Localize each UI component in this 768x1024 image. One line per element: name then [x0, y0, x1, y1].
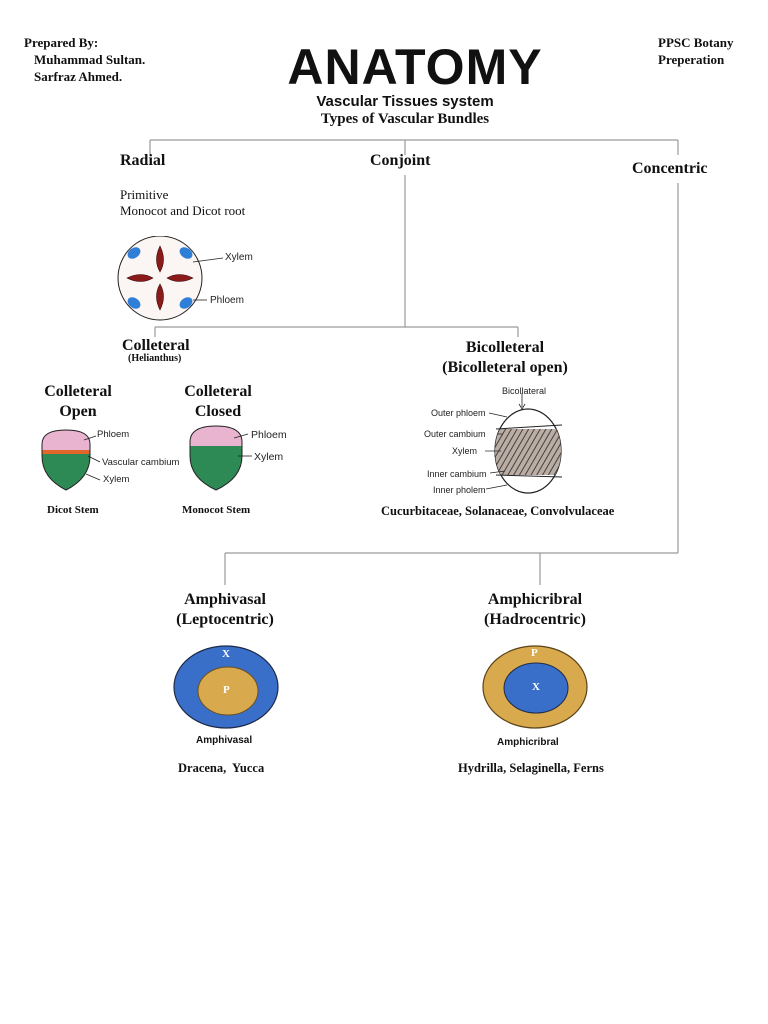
bicolleteral-examples: Cucurbitaceae, Solanaceae, Convolvulacea… [381, 504, 615, 518]
bicolleteral-xylem-label: Xylem [452, 446, 478, 456]
page-subtitle: Vascular Tissues system [316, 93, 494, 110]
colleteral-heading: Colleteral [122, 337, 190, 354]
amphicribral-examples: Hydrilla, Selaginella, Ferns [458, 761, 604, 775]
open-caption: Dicot Stem [47, 504, 99, 516]
amphivasal-subtitle: (Leptocentric) [176, 611, 274, 628]
open-cambium-label: Vascular cambium [102, 457, 180, 468]
xylem-strand [156, 283, 164, 311]
amphicribral-heading: Amphicribral (Hadrocentric) [460, 590, 610, 630]
xylem-region [190, 446, 242, 490]
phloem-patch [127, 247, 141, 259]
amphicribral-title: Amphicribral [487, 591, 583, 608]
course-line: PPSC Botany [658, 35, 734, 50]
radial-heading: Radial [120, 152, 166, 169]
phloem-patch [179, 297, 193, 309]
inner-cambium-label: Inner cambium [427, 469, 487, 479]
xylem-strand [126, 274, 154, 282]
colleteral-open-line: Open [59, 403, 97, 420]
radial-line: Primitive [120, 187, 169, 202]
amphivasal-outer-letter: X [222, 648, 230, 660]
bicolleteral-subtitle: (Bicolleteral open) [442, 359, 568, 376]
radial-bundle-diagram [117, 236, 224, 321]
outer-phloem-label: Outer phloem [431, 408, 486, 418]
course-line: Preperation [658, 52, 725, 67]
amphivasal-title: Amphivasal [184, 591, 266, 608]
amphicribral-subtitle: (Hadrocentric) [484, 611, 586, 628]
amphicribral-caption: Amphicribral [497, 737, 559, 748]
closed-caption: Monocot Stem [182, 504, 251, 516]
phloem-core [197, 666, 259, 716]
radial-phloem-label: Phloem [210, 295, 244, 306]
bicolleteral-diagram [494, 393, 563, 494]
prepared-by-block: Prepared By: Muhammad Sultan. Sarfraz Ah… [24, 34, 145, 85]
page-subtitle-2: Types of Vascular Bundles [320, 111, 490, 127]
radial-line: Monocot and Dicot root [120, 203, 246, 218]
author-name: Muhammad Sultan. [34, 52, 146, 67]
xylem-core [503, 662, 569, 714]
xylem-region [495, 429, 561, 475]
page-title: ANATOMY [287, 39, 543, 95]
bicolleteral-title: Bicolleteral [465, 339, 545, 356]
amphivasal-inner-letter: P [223, 684, 230, 696]
colleteral-example: (Helianthus) [128, 353, 182, 364]
phloem-patch [179, 247, 193, 259]
amphivasal-diagram [173, 645, 279, 729]
outer-cambium-label: Outer cambium [424, 429, 486, 439]
course-block: PPSC Botany Preperation [658, 34, 733, 68]
closed-xylem-label: Xylem [254, 451, 284, 463]
concentric-heading: Concentric [632, 160, 708, 177]
open-xylem-label: Xylem [103, 474, 130, 485]
inner-phloem-label: Inner pholem [433, 485, 486, 495]
xylem-strand [156, 245, 164, 273]
colleteral-open-line: Colleteral [44, 383, 112, 400]
amphicribral-outer-letter: P [531, 647, 538, 659]
amphicribral-diagram [482, 645, 588, 729]
bicolleteral-leader-lines [485, 412, 508, 490]
colleteral-closed-line: Colleteral [184, 383, 252, 400]
colleteral-open-diagram [41, 429, 101, 491]
bicolleteral-heading: Bicolleteral (Bicolleteral open) [410, 338, 600, 378]
colleteral-closed-diagram [189, 425, 252, 491]
xylem-strand [166, 274, 194, 282]
conjoint-heading: Conjoint [370, 152, 431, 169]
phloem-region [42, 430, 90, 452]
colleteral-closed-heading: Colleteral Closed [170, 382, 266, 422]
phloem-patch [127, 297, 141, 309]
closed-phloem-label: Phloem [251, 429, 287, 441]
amphivasal-examples: Dracena, Yucca [178, 761, 265, 775]
radial-description: Primitive Monocot and Dicot root [120, 187, 245, 219]
colleteral-closed-line: Closed [194, 403, 242, 420]
radial-xylem-label: Xylem [225, 252, 253, 263]
colleteral-open-heading: Colleteral Open [30, 382, 126, 422]
phloem-region [190, 426, 242, 446]
bicollateral-arrow-label: Bicollateral [502, 386, 547, 396]
prepared-by-label: Prepared By: [24, 35, 99, 50]
author-name: Sarfraz Ahmed. [34, 69, 123, 84]
amphivasal-heading: Amphivasal (Leptocentric) [150, 590, 300, 630]
cambium-band [42, 450, 90, 454]
amphivasal-caption: Amphivasal [196, 735, 253, 746]
amphicribral-inner-letter: X [532, 681, 540, 693]
open-phloem-label: Phloem [97, 429, 130, 440]
